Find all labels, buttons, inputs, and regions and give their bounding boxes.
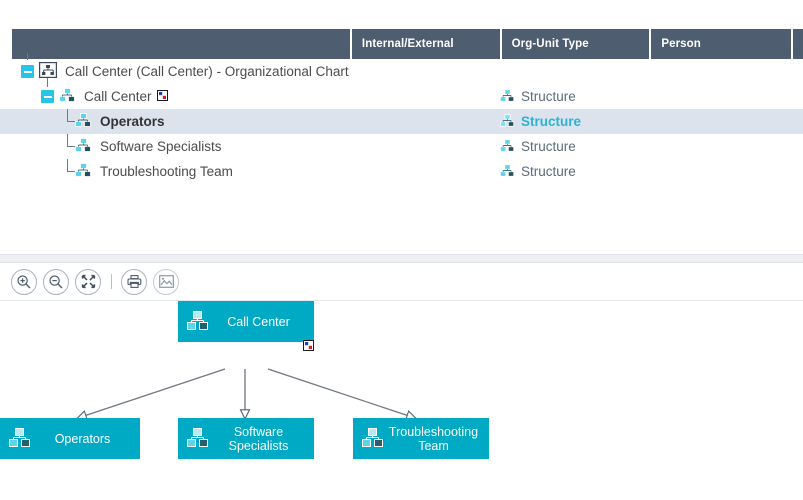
row-label: Operators (100, 114, 165, 129)
org-unit-icon (500, 113, 515, 130)
expander-collapse-icon[interactable] (21, 65, 34, 78)
tree-node-cell[interactable]: Call Center (Call Center) - Organization… (0, 59, 500, 84)
org-chart-diagram-pane: Call Center Operators (0, 262, 803, 500)
tree-guide-line (27, 53, 28, 60)
row-label: Call Center (84, 89, 152, 104)
tree-indent (0, 59, 21, 84)
tree-node-cell[interactable]: Call Center (0, 84, 500, 109)
tree-guide-line (67, 121, 75, 122)
org-unit-type-cell: Structure (500, 134, 660, 159)
org-unit-icon (75, 138, 92, 155)
column-header-org-unit-type[interactable]: Org-Unit Type (502, 29, 652, 59)
column-header-name[interactable] (12, 29, 352, 59)
org-unit-type-label: Structure (521, 164, 576, 179)
org-structure-tree-pane: Internal/External Org-Unit Type Person (0, 29, 803, 255)
diagram-node-label: Call Center (227, 314, 290, 329)
tree-indent (0, 84, 41, 109)
diagram-canvas[interactable]: Call Center Operators (0, 301, 803, 500)
org-unit-type-label: Structure (521, 139, 576, 154)
connector-operators (78, 368, 226, 418)
org-unit-type-label: Structure (521, 114, 582, 129)
print-icon[interactable] (121, 268, 147, 295)
connector-troubleshooting-team (267, 368, 415, 418)
org-unit-icon (75, 163, 92, 180)
row-label: Call Center (Call Center) - Organization… (65, 64, 349, 79)
tree-node-cell[interactable]: Operators (0, 109, 500, 134)
org-unit-type-cell (500, 59, 660, 84)
tree-guide-line (47, 78, 48, 87)
org-unit-icon (362, 427, 384, 450)
column-header-person[interactable]: Person (651, 29, 794, 59)
fit-to-screen-icon[interactable] (75, 268, 101, 295)
org-unit-icon (500, 138, 515, 155)
zoom-in-icon[interactable] (11, 268, 37, 295)
zoom-out-icon[interactable] (43, 268, 69, 295)
pane-splitter[interactable] (0, 255, 803, 262)
row-label: Troubleshooting Team (100, 164, 233, 179)
tree-indent (0, 109, 75, 134)
diagram-node-operators[interactable]: Operators (0, 418, 140, 459)
org-unit-type-cell: Structure (500, 84, 660, 109)
tree-indent (0, 159, 75, 184)
table-row[interactable]: Call Center (Call Center) - Organization… (0, 53, 803, 84)
column-header-spacer (793, 29, 803, 59)
org-unit-type-cell: Structure (500, 159, 660, 184)
table-row[interactable]: Call Center (0, 78, 803, 109)
diagram-node-label: Operators (54, 431, 111, 446)
tree-guide-line (67, 146, 75, 147)
flag-badge-icon[interactable] (156, 89, 168, 104)
org-unit-icon (187, 427, 209, 450)
export-image-icon[interactable] (153, 268, 179, 295)
column-header-internal-external[interactable]: Internal/External (352, 29, 502, 59)
tree-guide-line (67, 109, 68, 122)
tree-guide-line (67, 159, 68, 172)
tree-guide-line (67, 171, 75, 172)
org-unit-icon (500, 163, 515, 180)
flag-badge-icon[interactable] (303, 339, 314, 351)
table-row[interactable]: Troubleshooting Team Structure (0, 159, 803, 184)
org-unit-icon (500, 88, 515, 105)
diagram-node-call-center[interactable]: Call Center (178, 301, 314, 342)
row-label: Software Specialists (100, 139, 222, 154)
grid-body: Call Center (Call Center) - Organization… (0, 53, 803, 184)
expander-collapse-icon[interactable] (41, 90, 54, 103)
grid-header-row: Internal/External Org-Unit Type Person (12, 29, 803, 59)
toolbar-divider (111, 274, 112, 289)
org-unit-type-label: Structure (521, 89, 576, 104)
org-chart-root-icon (38, 61, 58, 81)
tree-guide-line (67, 134, 68, 147)
org-unit-icon (9, 427, 31, 450)
table-row[interactable]: Software Specialists Structure (0, 134, 803, 159)
tree-node-cell[interactable]: Software Specialists (0, 134, 500, 159)
tree-node-cell[interactable]: Troubleshooting Team (0, 159, 500, 184)
connector-lines (0, 368, 803, 500)
org-unit-icon (187, 310, 209, 333)
diagram-toolbar (0, 263, 803, 301)
org-unit-type-cell: Structure (500, 109, 660, 134)
table-row[interactable]: Operators Structure (0, 109, 803, 134)
org-unit-icon (75, 113, 92, 130)
org-unit-icon (59, 88, 76, 105)
tree-indent (0, 134, 75, 159)
